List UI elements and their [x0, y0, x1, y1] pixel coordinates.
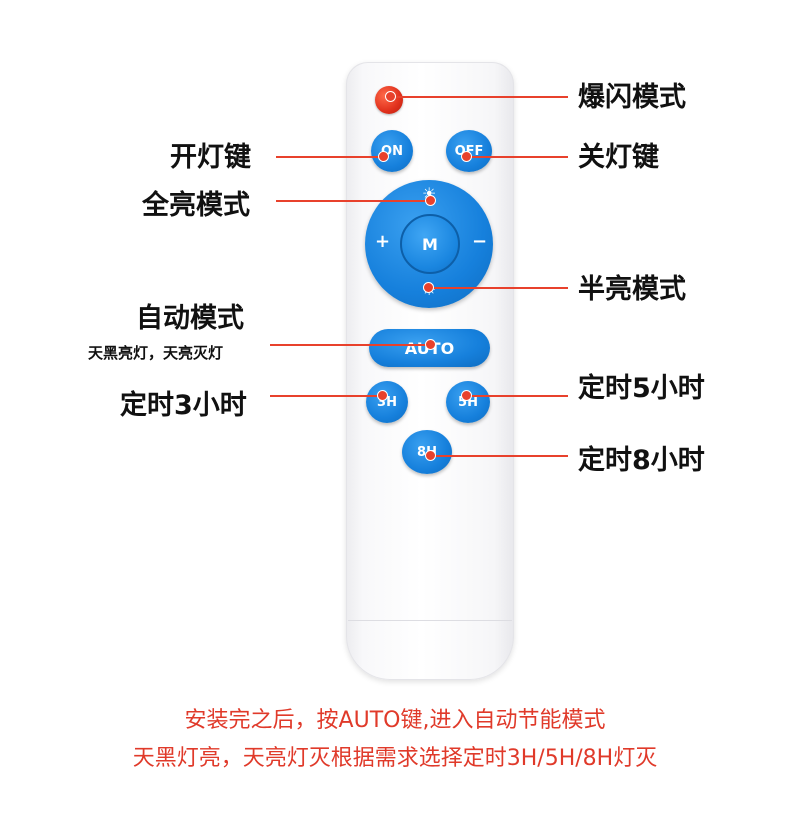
footer-line-2: 天黑灯亮，天亮灯灭根据需求选择定时3H/5H/8H灯灭: [132, 746, 658, 771]
callout-line-off: [466, 156, 568, 158]
callout-line-auto: [270, 344, 430, 346]
callout-line-half: [428, 287, 568, 289]
label-auto-desc: 天黑亮灯，天亮灭灯: [88, 344, 224, 362]
label-timer-5h: 定时5小时: [578, 373, 705, 404]
timer-5h-button[interactable]: 5H: [446, 381, 490, 423]
label-flash-mode: 爆闪模式: [578, 82, 686, 113]
battery-cover-seam: [348, 620, 512, 621]
label-timer-3h: 定时3小时: [120, 390, 247, 421]
callout-dot-off: [461, 151, 472, 162]
callout-line-5h: [466, 395, 568, 397]
callout-dot-on: [378, 151, 389, 162]
callout-dot-5h: [461, 390, 472, 401]
callout-dot-8h: [425, 450, 436, 461]
minus-button[interactable]: −: [472, 231, 488, 252]
callout-line-flash: [390, 96, 568, 98]
callout-line-full: [276, 200, 430, 202]
callout-dot-half: [423, 282, 434, 293]
label-auto-mode: 自动模式: [136, 303, 244, 334]
callout-line-3h: [270, 395, 382, 397]
callout-dot-flash: [385, 91, 396, 102]
label-on-key: 开灯键: [170, 142, 251, 173]
callout-line-on: [276, 156, 384, 158]
plus-button[interactable]: +: [375, 231, 391, 252]
callout-dot-3h: [377, 390, 388, 401]
callout-line-8h: [430, 455, 568, 457]
label-off-key: 关灯键: [578, 142, 659, 173]
callout-dot-auto: [425, 339, 436, 350]
mode-button[interactable]: M: [400, 214, 460, 274]
footer-line-1: 安装完之后，按AUTO键,进入自动节能模式: [184, 708, 606, 733]
callout-dot-full: [425, 195, 436, 206]
label-full-bright: 全亮模式: [142, 190, 250, 221]
label-timer-8h: 定时8小时: [578, 445, 705, 476]
label-half-bright: 半亮模式: [578, 274, 686, 305]
timer-3h-button[interactable]: 3H: [366, 381, 408, 423]
on-button[interactable]: ON: [371, 130, 413, 172]
